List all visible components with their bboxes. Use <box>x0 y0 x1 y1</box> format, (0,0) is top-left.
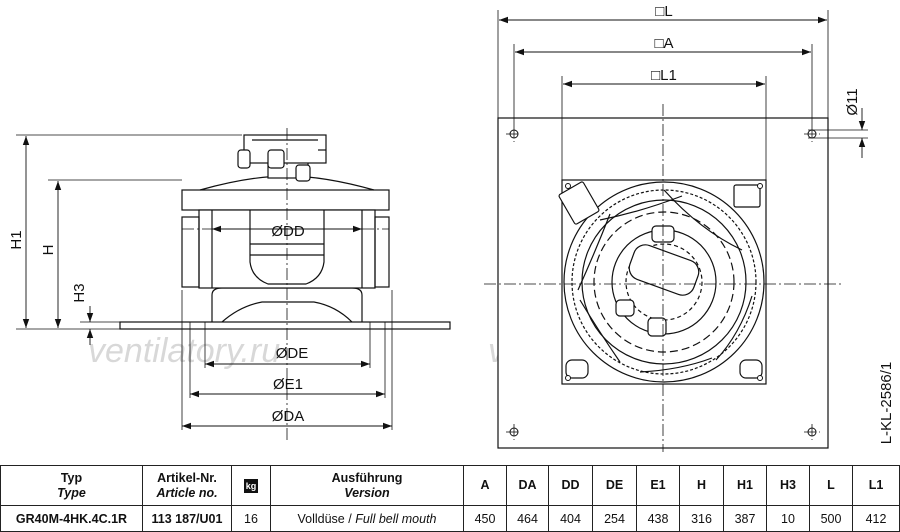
dim-label-l1: □L1 <box>651 67 677 84</box>
dim-label-dd: ØDD <box>271 223 305 240</box>
cell-e1: 438 <box>636 505 680 532</box>
weight-icon: kg <box>243 479 259 493</box>
cell-h: 316 <box>679 505 724 532</box>
dim-label-h1: H1 <box>8 230 25 249</box>
cell-weight: 16 <box>231 505 271 532</box>
table-row: GR40M-4HK.4C.1R 113 187/U01 16 Volldüse … <box>0 505 900 532</box>
header-h: H <box>679 465 724 506</box>
cell-l: 500 <box>809 505 853 532</box>
header-a: A <box>463 465 507 506</box>
technical-drawing: ventilatory.ru ventilatory.ru <box>8 3 895 452</box>
cell-de: 254 <box>592 505 637 532</box>
header-dd: DD <box>548 465 593 506</box>
header-l1: L1 <box>852 465 900 506</box>
header-e1: E1 <box>636 465 680 506</box>
header-h3: H3 <box>766 465 810 506</box>
dim-label-a: □A <box>654 35 673 52</box>
dim-label-de: ØDE <box>276 345 309 362</box>
header-weight: kg <box>231 465 271 506</box>
header-l: L <box>809 465 853 506</box>
cell-article: 113 187/U01 <box>142 505 232 532</box>
cell-a: 450 <box>463 505 507 532</box>
cell-h1: 387 <box>723 505 767 532</box>
header-article: Artikel-Nr.Article no. <box>142 465 232 506</box>
drawing-code: L-KL-2586/1 <box>878 362 895 445</box>
dim-label-e1: ØE1 <box>273 376 303 393</box>
header-da: DA <box>506 465 549 506</box>
cell-dd: 404 <box>548 505 593 532</box>
dim-label-h: H <box>40 245 57 256</box>
cell-h3: 10 <box>766 505 810 532</box>
cell-type: GR40M-4HK.4C.1R <box>0 505 143 532</box>
cell-da: 464 <box>506 505 549 532</box>
dim-label-l: □L <box>655 3 672 20</box>
dim-label-h3: H3 <box>71 283 88 302</box>
cell-version: Volldüse / Full bell mouth <box>270 505 464 532</box>
dim-label-da: ØDA <box>272 408 305 425</box>
cell-l1: 412 <box>852 505 900 532</box>
header-h1: H1 <box>723 465 767 506</box>
dim-label-hole: Ø11 <box>844 88 861 115</box>
header-de: DE <box>592 465 637 506</box>
